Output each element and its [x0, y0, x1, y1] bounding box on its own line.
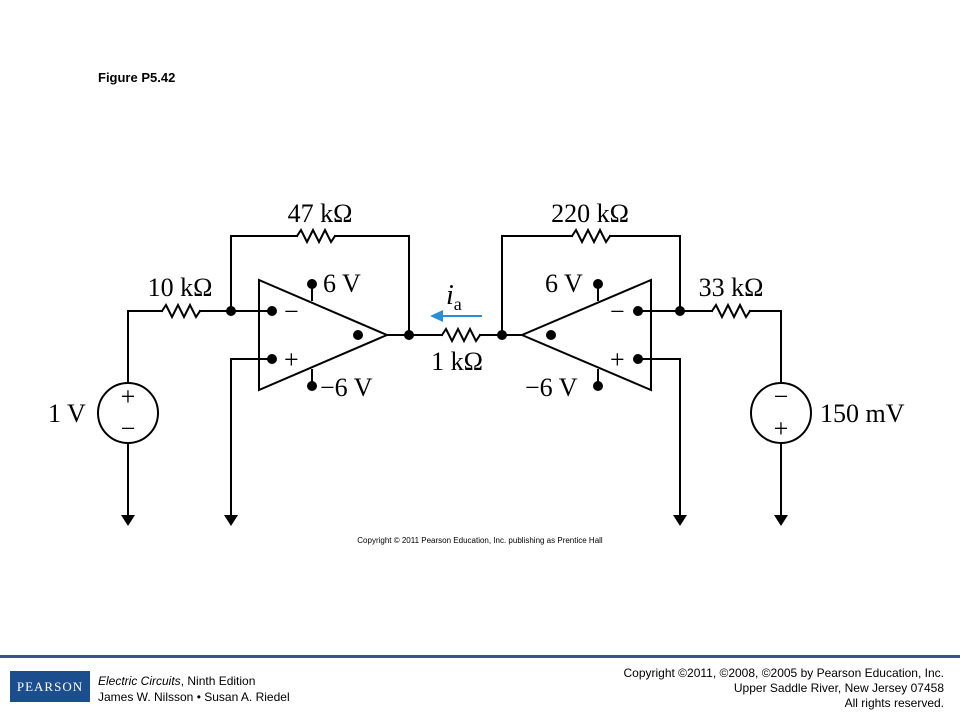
label-left-noninv-sign: + — [284, 345, 299, 374]
node-left-inv — [226, 306, 236, 316]
label-right-noninv-sign: + — [610, 345, 625, 374]
ground-arrow-3 — [673, 515, 687, 526]
footer-rule — [0, 655, 960, 658]
label-right-source-plus: + — [774, 414, 789, 443]
figure-title: Figure P5.42 — [98, 70, 176, 85]
label-47k: 47 kΩ — [288, 199, 353, 228]
label-right-vpos: 6 V — [545, 269, 583, 298]
wire-left-noninv — [230, 358, 273, 516]
label-left-vneg: −6 V — [320, 373, 373, 402]
terminal-left-vneg — [307, 381, 317, 391]
label-left-source-plus: + — [121, 382, 136, 411]
wire-left-source-top — [127, 310, 163, 384]
wire-right-noninv — [637, 358, 681, 516]
terminal-right-noninv — [633, 354, 643, 364]
voltage-source-left — [97, 382, 159, 444]
terminal-right-out — [546, 330, 556, 340]
terminal-right-vneg — [593, 381, 603, 391]
figure-copyright: Copyright © 2011 Pearson Education, Inc.… — [357, 536, 603, 545]
book-edition: , Ninth Edition — [180, 674, 256, 688]
wire-feedback-right-2 — [609, 235, 681, 312]
copyright-line-1: Copyright ©2011, ©2008, ©2005 by Pearson… — [623, 666, 944, 680]
wire-feedback-left-2 — [334, 235, 410, 336]
terminal-left-noninv — [267, 354, 277, 364]
resistor-47k — [295, 227, 337, 245]
ground-arrow-4 — [774, 515, 788, 526]
terminal-left-vpos — [307, 279, 317, 289]
footer-copyright: Copyright ©2011, ©2008, ©2005 by Pearson… — [623, 666, 944, 711]
label-left-source-minus: − — [121, 414, 136, 443]
current-arrow-icon — [430, 310, 482, 322]
label-left-inv-sign: − — [284, 297, 299, 326]
book-title: Electric Circuits — [98, 674, 181, 688]
ground-arrow-2 — [224, 515, 238, 526]
terminal-left-out — [353, 330, 363, 340]
label-33k: 33 kΩ — [699, 273, 764, 302]
copyright-line-3: All rights reserved. — [844, 696, 944, 710]
circuit-diagram: 47 kΩ 10 kΩ 220 kΩ 33 kΩ 1 kΩ 6 V −6 V 6… — [48, 199, 905, 545]
voltage-source-right — [750, 382, 812, 444]
book-authors: James W. Nilsson • Susan A. Riedel — [98, 690, 290, 704]
book-info: Electric Circuits, Ninth Edition James W… — [98, 673, 290, 705]
label-source-1v: 1 V — [48, 399, 86, 428]
wire-right-source-top — [749, 310, 782, 384]
node-right-out — [497, 330, 507, 340]
node-right-inv — [675, 306, 685, 316]
resistor-33k — [710, 302, 752, 320]
label-current-ia: ia — [446, 280, 462, 314]
opamp-left — [258, 278, 390, 392]
label-right-inv-sign: − — [610, 297, 625, 326]
wire-feedback-left — [230, 235, 298, 312]
opamp-right — [519, 278, 652, 392]
resistor-1k — [440, 326, 482, 344]
terminal-right-vpos — [593, 279, 603, 289]
copyright-line-2: Upper Saddle River, New Jersey 07458 — [733, 681, 944, 695]
label-1k: 1 kΩ — [431, 347, 483, 376]
wire-feedback-right — [501, 235, 573, 336]
resistor-220k — [570, 227, 612, 245]
ground-arrow-1 — [121, 515, 135, 526]
pearson-logo: PEARSON — [10, 671, 90, 702]
terminal-right-inv — [633, 306, 643, 316]
label-source-150mv: 150 mV — [820, 399, 905, 428]
label-220k: 220 kΩ — [551, 199, 629, 228]
label-left-vpos: 6 V — [323, 269, 361, 298]
label-right-vneg: −6 V — [525, 373, 578, 402]
node-left-out — [404, 330, 414, 340]
label-10k: 10 kΩ — [148, 273, 213, 302]
resistor-10k — [160, 302, 202, 320]
label-right-source-minus: − — [774, 382, 789, 411]
terminal-left-inv — [267, 306, 277, 316]
